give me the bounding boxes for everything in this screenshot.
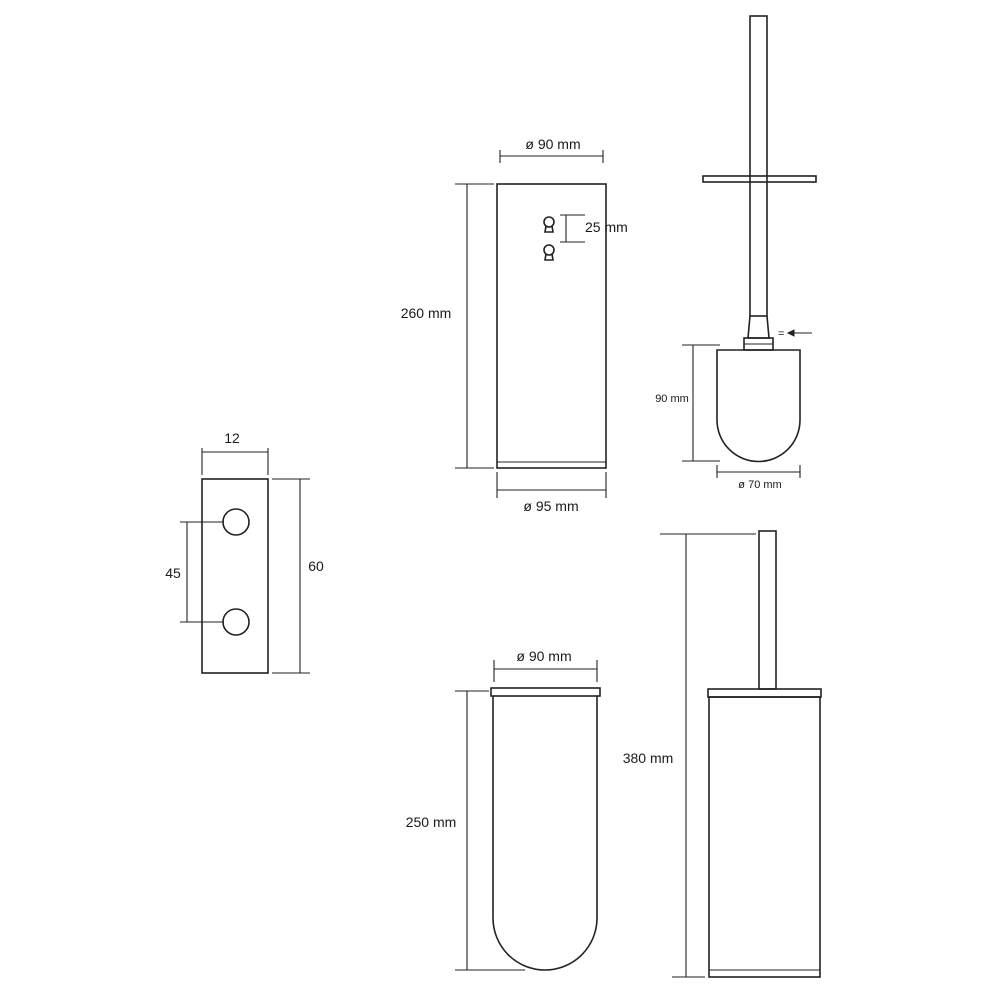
wall-bracket-plate bbox=[201, 478, 269, 674]
holder-insert-view: ø 90 mm 250 mm bbox=[406, 648, 601, 971]
holder-top-diameter-dimension: ø 90 mm bbox=[499, 136, 604, 163]
insert-height-label: 250 mm bbox=[406, 814, 457, 830]
brush-lid-disc bbox=[702, 175, 817, 183]
bracket-hole-spacing-dimension: 45 bbox=[165, 521, 224, 623]
bracket-upper-hole bbox=[222, 508, 250, 536]
holder-height-label: 260 mm bbox=[401, 305, 452, 321]
arrow-left-icon: = bbox=[778, 328, 812, 340]
wall-bracket-view: 12 60 45 bbox=[165, 430, 324, 674]
insert-rim bbox=[490, 687, 601, 697]
bracket-hole-spacing-label: 45 bbox=[165, 565, 181, 581]
bracket-height-dimension: 60 bbox=[272, 478, 324, 674]
assembled-height-dimension: 380 mm bbox=[623, 533, 756, 978]
brush-marker-label: = bbox=[778, 328, 784, 340]
brush-head-diameter-dimension: ø 70 mm bbox=[716, 465, 801, 491]
assembled-body bbox=[708, 696, 821, 978]
insert-diameter-label: ø 90 mm bbox=[516, 648, 571, 664]
insert-diameter-dimension: ø 90 mm bbox=[493, 648, 598, 682]
assembled-handle bbox=[758, 530, 777, 690]
bracket-lower-hole bbox=[222, 608, 250, 636]
assembled-set-view: 380 mm bbox=[623, 530, 822, 978]
insert-height-dimension: 250 mm bbox=[406, 690, 525, 971]
keyhole-spacing-dimension: 25 mm bbox=[560, 214, 628, 243]
brush-head bbox=[716, 349, 801, 463]
holder-front-view: 25 mm ø 90 mm ø 95 mm 260 mm bbox=[401, 136, 628, 514]
bracket-width-label: 12 bbox=[224, 430, 240, 446]
brush-handle bbox=[749, 15, 768, 317]
keyhole-spacing-label: 25 mm bbox=[585, 219, 628, 235]
assembled-height-label: 380 mm bbox=[623, 750, 674, 766]
brush-head-height-label: 90 mm bbox=[655, 393, 689, 405]
holder-top-diameter-label: ø 90 mm bbox=[525, 136, 580, 152]
bracket-width-dimension: 12 bbox=[201, 430, 269, 475]
toilet-brush-view: = 90 mm ø 70 mm bbox=[655, 15, 817, 491]
bracket-height-label: 60 bbox=[308, 558, 324, 574]
holder-bottom-diameter-label: ø 95 mm bbox=[523, 498, 578, 514]
brush-head-diameter-label: ø 70 mm bbox=[738, 479, 781, 491]
insert-cup bbox=[492, 696, 598, 971]
keyhole-icon bbox=[543, 216, 555, 261]
holder-body bbox=[496, 183, 607, 469]
holder-bottom-diameter-dimension: ø 95 mm bbox=[496, 472, 607, 514]
assembled-lid bbox=[707, 688, 822, 698]
brush-head-height-dimension: 90 mm bbox=[655, 344, 720, 462]
brush-connector bbox=[747, 315, 770, 339]
holder-height-dimension: 260 mm bbox=[401, 183, 494, 469]
